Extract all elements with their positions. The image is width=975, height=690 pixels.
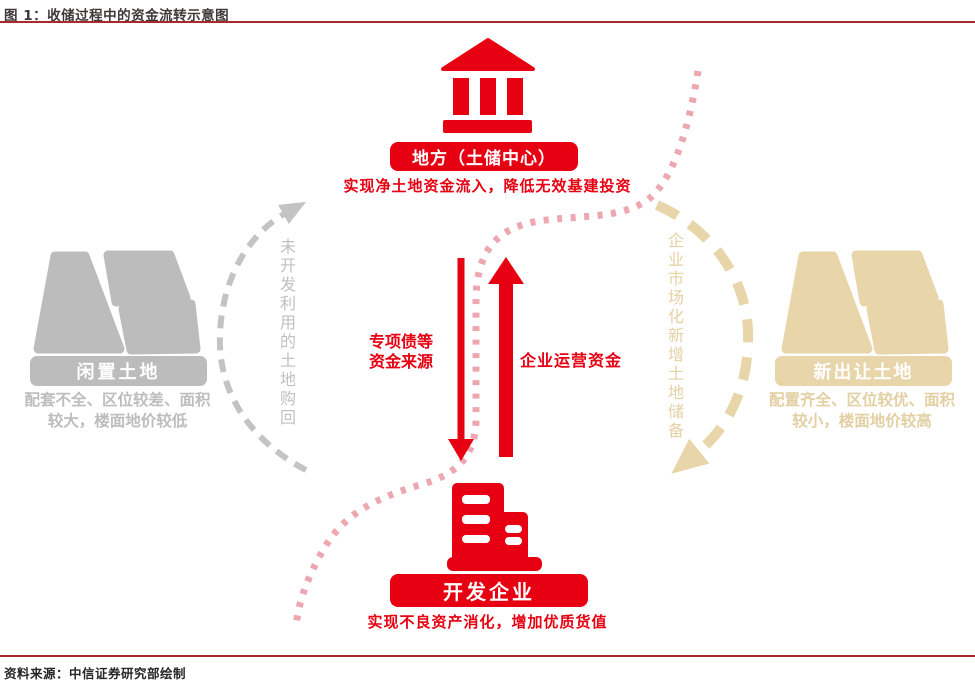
- bank-icon: [441, 38, 535, 133]
- special-bond-arrow-label: 专项债等 资金来源: [350, 332, 452, 372]
- idle-land-node-label: 闲置土地: [30, 356, 207, 386]
- figure-title: 图 1：收储过程中的资金流转示意图: [4, 8, 230, 24]
- operating-funds-arrow-label: 企业运营资金: [520, 351, 623, 370]
- developer-node-caption: 实现不良资产消化，增加优质货值: [367, 613, 608, 631]
- new-land-icon: [781, 250, 949, 355]
- building-icon: [447, 483, 542, 571]
- new-land-node-label: 新出让土地: [775, 356, 952, 386]
- developer-node-label: 开发企业: [390, 574, 588, 607]
- figure-source: 资料来源：中信证券研究部绘制: [4, 666, 187, 681]
- idle-land-caption-line1: 配套不全、区位较差、面积: [24, 391, 211, 409]
- footer-divider: [0, 655, 975, 657]
- market-new-reserve-label: 企业市场化新增土地储备: [665, 232, 684, 441]
- operating-funds-up-arrow: [488, 257, 524, 457]
- new-land-caption-line1: 配置齐全、区位较优、面积: [768, 391, 955, 409]
- government-node-label: 地方（土储中心）: [390, 142, 578, 171]
- idle-land-buyback-label: 未开发利用的土地购回: [277, 238, 296, 428]
- new-land-caption-line2: 较小，楼面地价较高: [792, 411, 932, 430]
- government-node-caption: 实现净土地资金流入，降低无效基建投资: [343, 177, 632, 195]
- special-bond-label-line1: 专项债等: [368, 332, 433, 351]
- idle-land-node-caption: 配套不全、区位较差、面积 较大，楼面地价较低: [0, 390, 240, 432]
- special-bond-label-line2: 资金来源: [368, 352, 433, 371]
- title-divider: [0, 21, 975, 23]
- idle-land-caption-line2: 较大，楼面地价较低: [47, 411, 188, 430]
- idle-land-icon: [33, 250, 201, 355]
- new-land-node-caption: 配置齐全、区位较优、面积 较小，楼面地价较高: [742, 390, 975, 432]
